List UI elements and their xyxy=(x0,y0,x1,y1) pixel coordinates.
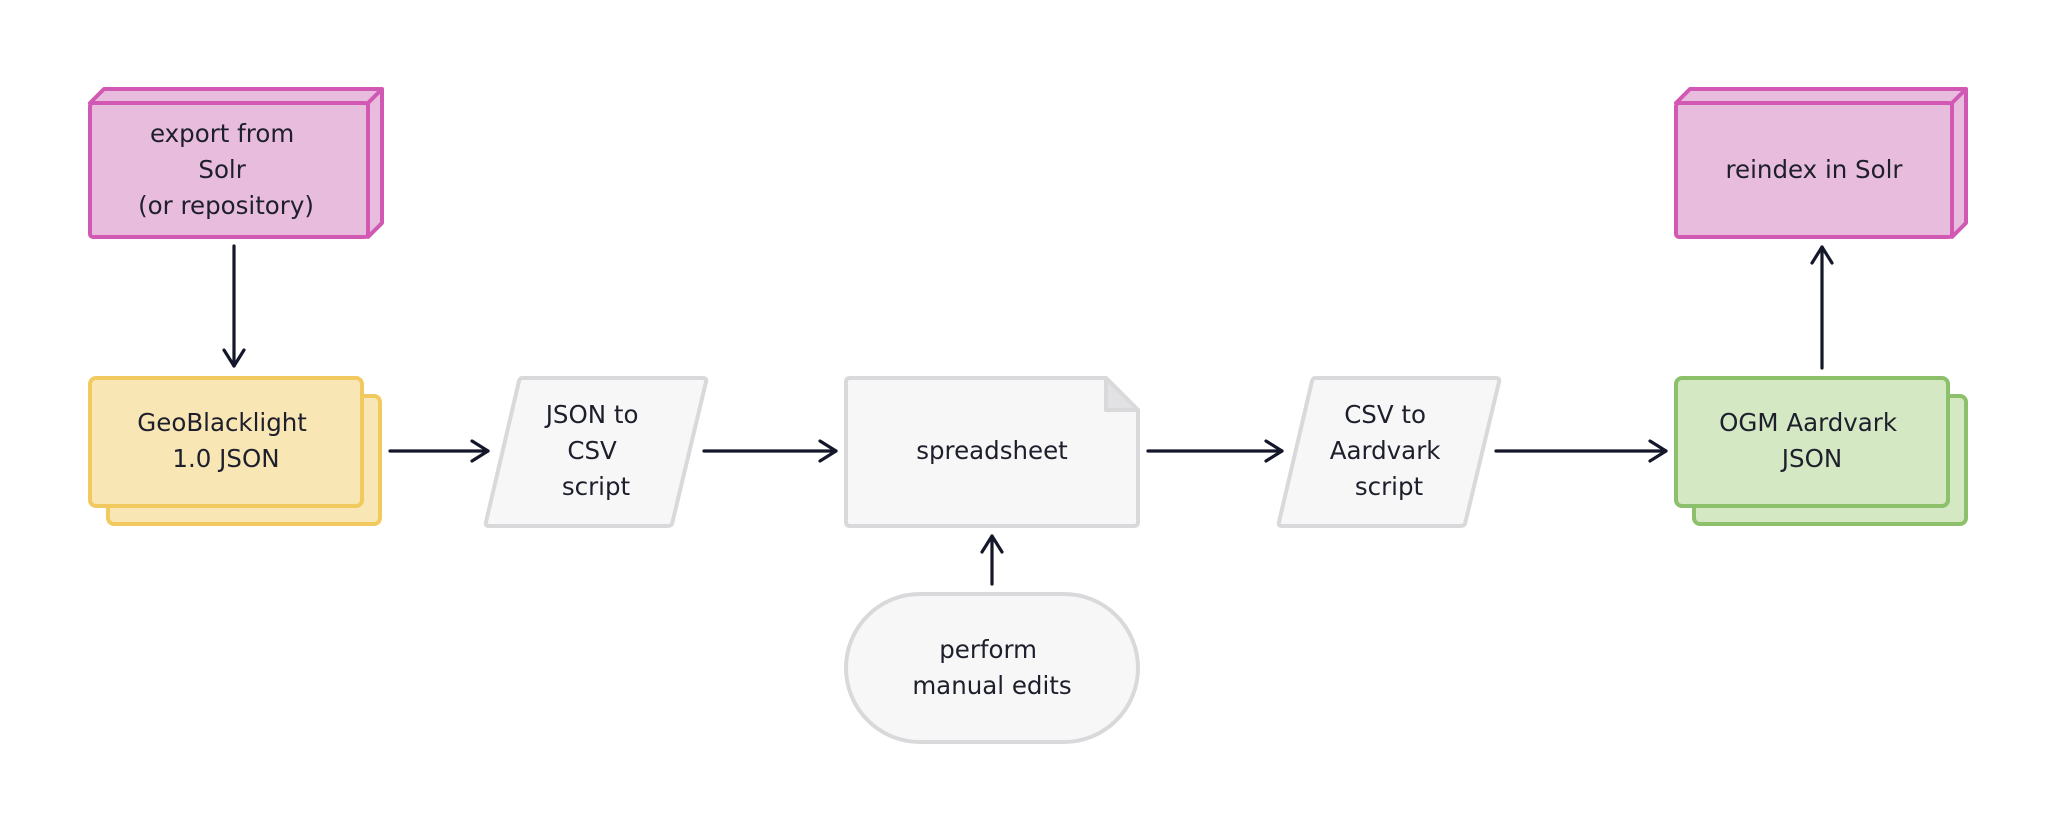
perform-manual-edits-label: perform manual edits xyxy=(912,635,1071,700)
json-to-csv-script-label: JSON to CSV script xyxy=(544,400,647,501)
spreadsheet-folded-corner xyxy=(1104,376,1140,412)
ogm-aardvark-json-line-1: OGM Aardvark xyxy=(1719,408,1898,437)
ogm-aardvark-json-node: OGM Aardvark JSON xyxy=(1674,376,1968,526)
spreadsheet-node: spreadsheet xyxy=(844,376,1140,528)
csv-to-aardvark-script-node: CSV to Aardvark script xyxy=(1276,376,1502,528)
perform-manual-edits-line-2: manual edits xyxy=(912,671,1071,700)
export-from-solr-box xyxy=(88,101,370,239)
geoblacklight-json-node: GeoBlacklight 1.0 JSON xyxy=(88,376,382,526)
geoblacklight-json-front-sheet xyxy=(88,376,364,508)
geoblacklight-json-line-1: GeoBlacklight xyxy=(137,408,307,437)
perform-manual-edits-shape xyxy=(844,592,1140,744)
csv-to-aardvark-script-shape xyxy=(1276,376,1502,528)
json-to-csv-script-shape xyxy=(483,376,709,528)
export-from-solr-label: export from Solr (or repository) xyxy=(138,119,314,220)
spreadsheet-label: spreadsheet xyxy=(916,436,1068,465)
csv-to-aardvark-script-label: CSV to Aardvark script xyxy=(1330,400,1449,501)
spreadsheet-shape xyxy=(844,376,1140,528)
geoblacklight-json-label: GeoBlacklight 1.0 JSON xyxy=(137,408,314,473)
csv-to-aardvark-script-line-1: CSV to xyxy=(1344,400,1426,429)
perform-manual-edits-node: perform manual edits xyxy=(844,592,1140,744)
csv-to-aardvark-script-line-2: Aardvark xyxy=(1330,436,1442,465)
ogm-aardvark-json-label: OGM Aardvark JSON xyxy=(1719,408,1905,473)
csv-to-aardvark-script-line-3: script xyxy=(1355,472,1424,501)
json-to-csv-script-line-2: CSV xyxy=(567,436,617,465)
json-to-csv-script-line-1: JSON to xyxy=(544,400,639,429)
reindex-in-solr-label: reindex in Solr xyxy=(1726,155,1904,184)
export-from-solr-node: export from Solr (or repository) xyxy=(88,87,384,239)
geoblacklight-json-line-2: 1.0 JSON xyxy=(172,444,279,473)
ogm-aardvark-json-front-sheet xyxy=(1674,376,1950,508)
export-from-solr-line-2: Solr xyxy=(198,155,246,184)
export-from-solr-line-3: (or repository) xyxy=(138,191,314,220)
reindex-in-solr-node: reindex in Solr xyxy=(1674,87,1968,239)
json-to-csv-script-line-3: script xyxy=(562,472,631,501)
perform-manual-edits-line-1: perform xyxy=(939,635,1037,664)
reindex-in-solr-box xyxy=(1674,101,1954,239)
ogm-aardvark-json-line-2: JSON xyxy=(1780,444,1842,473)
export-from-solr-line-1: export from xyxy=(150,119,294,148)
json-to-csv-script-node: JSON to CSV script xyxy=(483,376,709,528)
